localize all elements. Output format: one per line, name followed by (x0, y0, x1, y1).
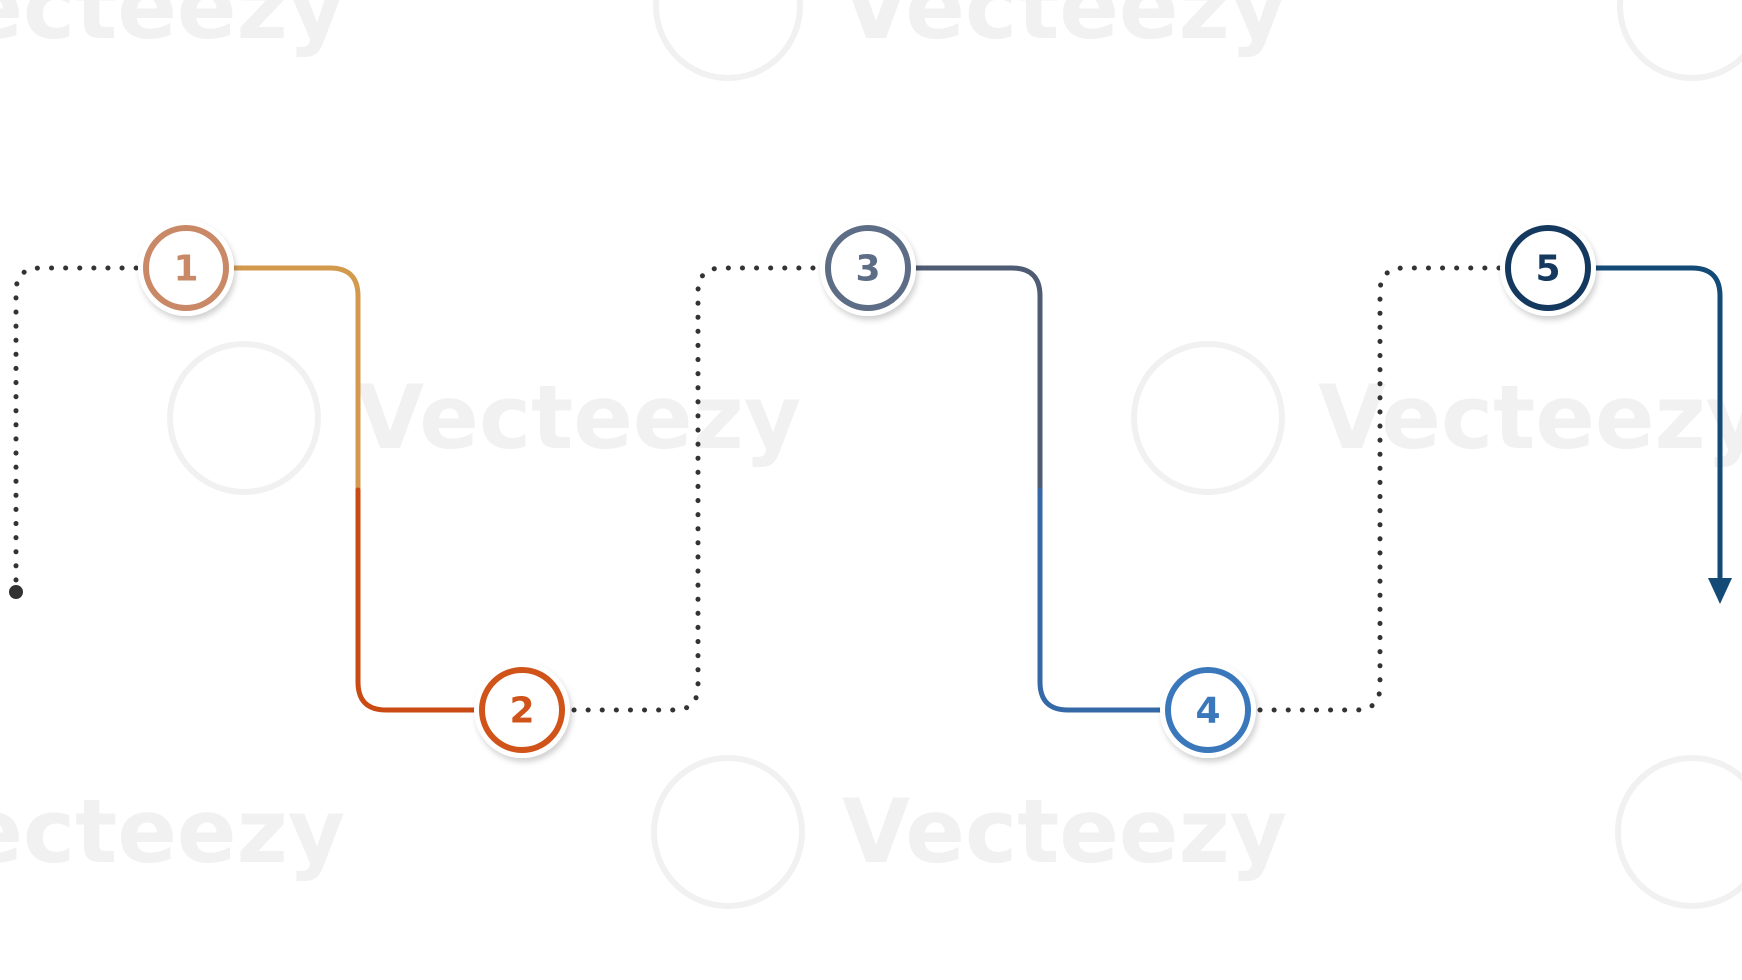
connector-3-bottom (1037, 487, 1167, 713)
watermark-row-top: Vecteezy Vecteezy (0, 0, 1742, 81)
step-node-ring (1505, 225, 1591, 311)
watermark-row-bottom: Vecteezy Vecteezy (0, 755, 1742, 909)
watermark-layer: Vecteezy Vecteezy Vecteezy Vecteezy Vect… (0, 0, 1742, 909)
connector-5-arrow-line (1591, 265, 1723, 585)
connector-1-bottom (355, 487, 481, 713)
watermark-logo-icon (1615, 755, 1742, 909)
watermark-text: Vecteezy (0, 780, 345, 883)
watermark-text: Vecteezy (0, 0, 345, 59)
step-number: 1 (173, 249, 198, 290)
watermark-text: Vecteezy (356, 366, 801, 469)
step-node: 1 (138, 220, 234, 316)
step-number: 2 (509, 691, 534, 732)
start-dot (9, 585, 23, 599)
step-node: 2 (474, 662, 570, 758)
watermark-logo-icon (1617, 0, 1742, 81)
dotted-connector-4-5 (1257, 265, 1505, 713)
watermark-logo-icon (167, 341, 321, 495)
step-node-ring (825, 225, 911, 311)
watermark-text: Vecteezy (842, 0, 1287, 59)
dotted-connectors (13, 265, 1505, 713)
solid-connectors (225, 265, 1723, 713)
watermark-text: Vecteezy (1318, 366, 1742, 469)
watermark-logo-icon (651, 755, 805, 909)
step-node: 4 (1160, 662, 1256, 758)
step-node: 5 (1500, 220, 1596, 316)
dotted-connector-2-3 (571, 265, 825, 713)
dotted-connector-start (13, 265, 143, 583)
step-node-ring (1165, 667, 1251, 753)
step-number: 4 (1195, 691, 1220, 732)
step-number: 3 (855, 249, 880, 290)
watermark-logo-icon (653, 0, 803, 81)
watermark-row-middle: Vecteezy Vecteezy (167, 341, 1742, 495)
watermark-logo-icon (1131, 341, 1285, 495)
step-node-ring (479, 667, 565, 753)
step-number: 5 (1535, 249, 1560, 290)
step-node: 3 (820, 220, 916, 316)
connector-1-top (225, 265, 361, 493)
step-node-ring (143, 225, 229, 311)
connector-3-top (909, 265, 1043, 493)
arrow-down-icon (1708, 578, 1732, 604)
watermark-text: Vecteezy (842, 780, 1287, 883)
